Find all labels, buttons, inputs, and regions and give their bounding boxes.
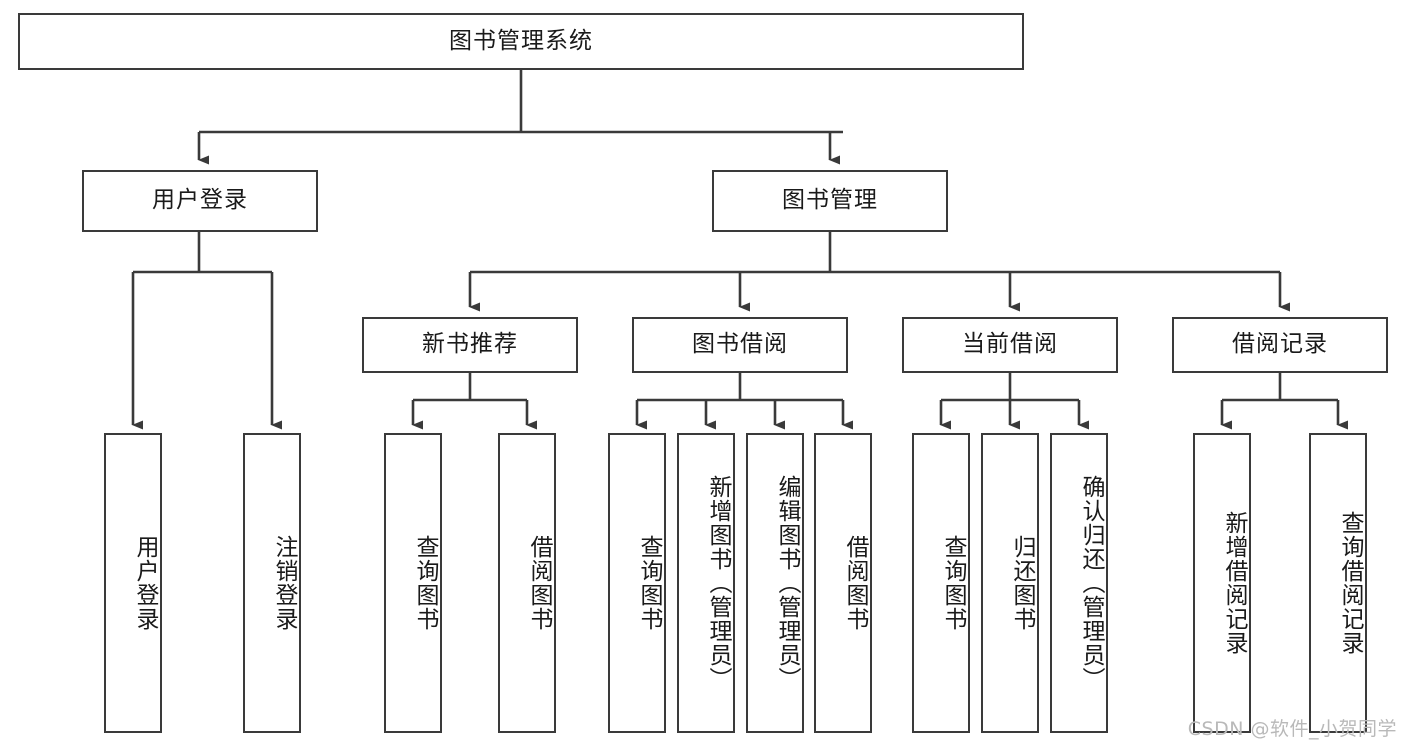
node-user-login-label: 用户登录: [152, 187, 248, 214]
node-new-book-rec[interactable]: 新书推荐: [362, 317, 578, 373]
node-book-borrow[interactable]: 图书借阅: [632, 317, 848, 373]
node-leaf-borrow-book-2-label: 借阅图书: [842, 535, 868, 631]
node-current-borrow-label: 当前借阅: [962, 331, 1058, 358]
node-leaf-add-record[interactable]: 新增借阅记录: [1193, 433, 1251, 733]
node-leaf-borrow-book-1-label: 借阅图书: [526, 535, 552, 631]
node-leaf-confirm-return-label: 确认归还（管理员）: [1078, 475, 1104, 691]
node-leaf-query-book-1-label: 查询图书: [412, 535, 438, 631]
node-book-manage[interactable]: 图书管理: [712, 170, 948, 232]
watermark-text: CSDN @软件_小贺同学: [1187, 718, 1397, 740]
node-leaf-borrow-book-2[interactable]: 借阅图书: [814, 433, 872, 733]
node-new-book-rec-label: 新书推荐: [422, 331, 518, 358]
node-leaf-query-book-3-label: 查询图书: [940, 535, 966, 631]
node-leaf-confirm-return[interactable]: 确认归还（管理员）: [1050, 433, 1108, 733]
node-leaf-query-record[interactable]: 查询借阅记录: [1309, 433, 1367, 733]
node-leaf-query-book-3[interactable]: 查询图书: [912, 433, 970, 733]
node-leaf-query-book-1[interactable]: 查询图书: [384, 433, 442, 733]
node-leaf-edit-book[interactable]: 编辑图书（管理员）: [746, 433, 804, 733]
node-root[interactable]: 图书管理系统: [18, 13, 1024, 70]
node-leaf-logout-label: 注销登录: [271, 535, 297, 631]
node-leaf-edit-book-label: 编辑图书（管理员）: [774, 475, 800, 691]
node-book-manage-label: 图书管理: [782, 187, 878, 214]
node-leaf-query-record-label: 查询借阅记录: [1337, 511, 1363, 655]
node-leaf-user-login[interactable]: 用户登录: [104, 433, 162, 733]
node-book-borrow-label: 图书借阅: [692, 331, 788, 358]
node-leaf-add-book-label: 新增图书（管理员）: [705, 475, 731, 691]
node-leaf-return-book-label: 归还图书: [1009, 535, 1035, 631]
node-leaf-query-book-2[interactable]: 查询图书: [608, 433, 666, 733]
node-leaf-query-book-2-label: 查询图书: [636, 535, 662, 631]
node-user-login[interactable]: 用户登录: [82, 170, 318, 232]
node-root-label: 图书管理系统: [449, 27, 593, 54]
node-borrow-record-label: 借阅记录: [1232, 331, 1328, 358]
node-leaf-borrow-book-1[interactable]: 借阅图书: [498, 433, 556, 733]
node-leaf-logout[interactable]: 注销登录: [243, 433, 301, 733]
node-current-borrow[interactable]: 当前借阅: [902, 317, 1118, 373]
node-leaf-add-book[interactable]: 新增图书（管理员）: [677, 433, 735, 733]
node-leaf-user-login-label: 用户登录: [132, 535, 158, 631]
node-borrow-record[interactable]: 借阅记录: [1172, 317, 1388, 373]
node-leaf-return-book[interactable]: 归还图书: [981, 433, 1039, 733]
node-leaf-add-record-label: 新增借阅记录: [1221, 511, 1247, 655]
